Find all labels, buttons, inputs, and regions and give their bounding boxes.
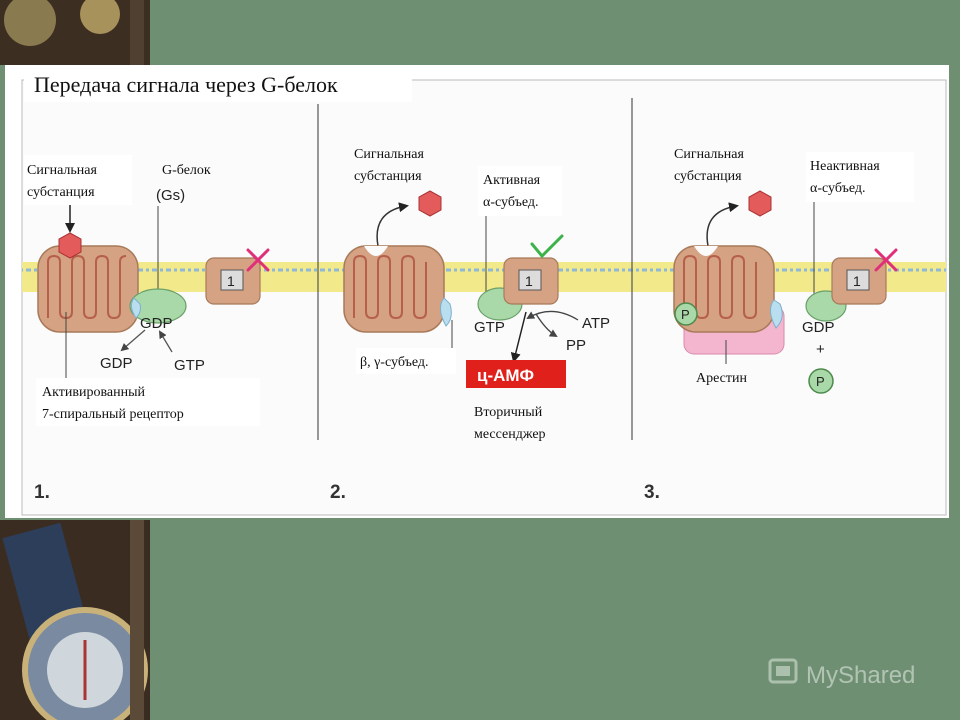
panel-number-1: 1. [34, 482, 50, 503]
gdp-out-label: GDP [100, 355, 133, 372]
atp-label: ATP [582, 315, 610, 332]
signal-label-line2: субстанция [27, 185, 95, 200]
signal-label-line1: Сигнальная [354, 147, 424, 162]
active-check-icon [530, 234, 564, 259]
title-box [24, 66, 412, 102]
alpha-label-line1: Неактивная [810, 159, 880, 174]
free-phosphate-label: P [816, 374, 825, 389]
watermark-text: MyShared [806, 662, 915, 689]
plus-sign: + [816, 341, 825, 358]
effector-label: 1 [227, 273, 235, 289]
panel-number-2: 2. [330, 482, 346, 503]
camp-box [466, 360, 566, 388]
inactive-cross-icon [246, 248, 270, 272]
receptor-label-line2: 7-спиральный рецептор [42, 407, 184, 422]
gprotein-label: G-белок [162, 163, 211, 178]
panel-2: Сигнальная субстанция Активная α-субъед.… [330, 147, 610, 503]
background-decoration [0, 0, 150, 720]
signal-molecule-icon [748, 190, 772, 217]
signal-molecule-icon [58, 232, 82, 259]
gs-label: (Gs) [156, 187, 185, 204]
beta-gamma-subunit-icon [440, 297, 452, 327]
signal-label-line1: Сигнальная [674, 147, 744, 162]
receptor-label-line1: Активированный [42, 385, 145, 400]
messenger-label-line1: Вторичный [474, 405, 543, 420]
alpha-label-line1: Активная [483, 173, 541, 188]
signal-label-line1: Сигнальная [27, 163, 97, 178]
camp-label: ц-АМФ [477, 366, 534, 385]
gtp-in-label: GTP [174, 357, 205, 374]
receptor-icon [37, 245, 139, 333]
receptor-icon [673, 245, 775, 333]
receptor-icon [343, 245, 445, 333]
signal-label-line2: субстанция [674, 169, 742, 184]
phosphate-on-receptor-label: P [681, 307, 690, 322]
panel-1: Сигнальная субстанция G-белок (Gs) GDP G… [24, 155, 270, 503]
beta-gamma-label: β, γ-субъед. [360, 355, 428, 370]
g-protein-icon [129, 288, 187, 324]
free-phosphate-icon [808, 368, 834, 394]
gdp-bound-label: GDP [802, 319, 835, 336]
alpha-label-line2: α-субъед. [483, 195, 539, 210]
phosphate-on-receptor-icon [674, 302, 698, 326]
gtp-bound-label: GTP [474, 319, 505, 336]
page-title: Передача сигнала через G-белок [34, 72, 338, 97]
watermark: MyShared [768, 658, 915, 689]
inactive-cross-icon [874, 248, 898, 272]
arrestin-label: Арестин [696, 371, 747, 386]
effector-label: 1 [853, 273, 861, 289]
pp-label: PP [566, 337, 586, 354]
panel-3: Сигнальная субстанция Неактивная α-субъе… [644, 147, 914, 503]
cell-membrane [22, 262, 946, 292]
panel-number-3: 3. [644, 482, 660, 503]
gdp-bound-label: GDP [140, 315, 173, 332]
watermark-logo-icon [768, 658, 798, 684]
signal-label-line2: субстанция [354, 169, 422, 184]
messenger-label-line2: мессенджер [474, 427, 546, 442]
signal-molecule-icon [418, 190, 442, 217]
effector-label: 1 [525, 273, 533, 289]
beta-gamma-subunit-icon [770, 299, 783, 329]
alpha-label-line2: α-субъед. [810, 181, 866, 196]
